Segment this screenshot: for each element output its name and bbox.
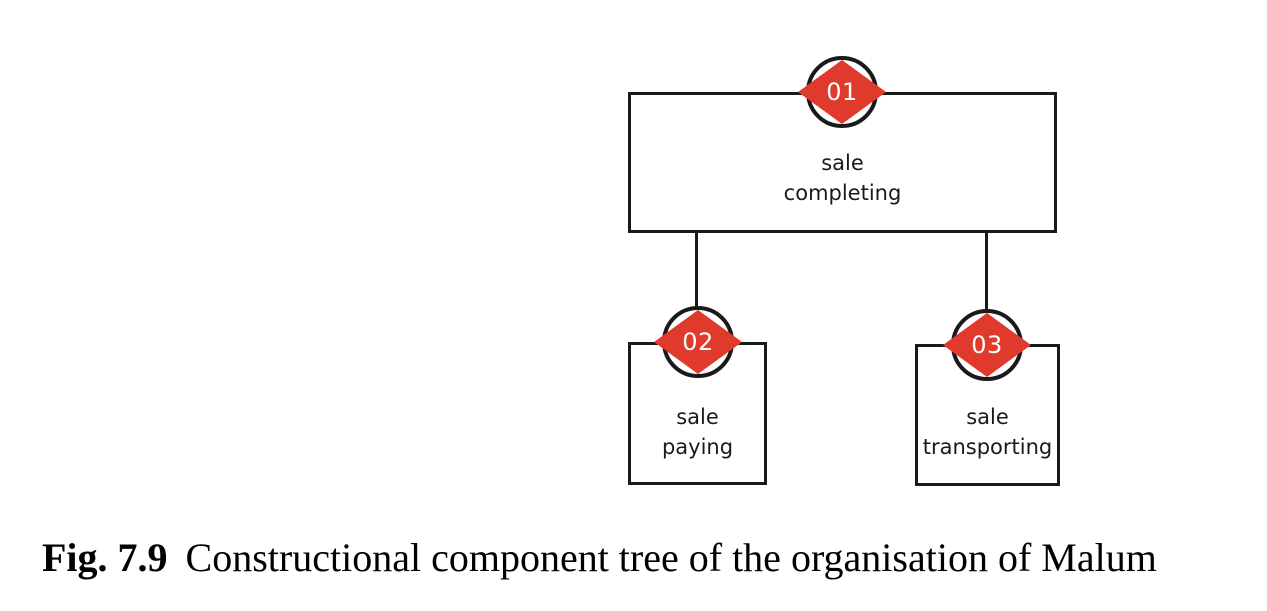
node-label-line: sale	[821, 151, 864, 175]
connector-01-to-02	[695, 232, 698, 310]
transaction-badge-02: 02	[650, 304, 746, 380]
node-sale-paying: sale paying	[628, 342, 767, 485]
figure-caption-text: Constructional component tree of the org…	[185, 535, 1157, 580]
transaction-number: 03	[971, 331, 1003, 359]
node-label-line: sale	[676, 405, 719, 429]
transaction-symbol-icon	[943, 309, 1031, 381]
node-label: sale paying	[631, 402, 764, 462]
connector-01-to-03	[985, 232, 988, 312]
transaction-number: 01	[826, 78, 858, 106]
transaction-badge-03: 03	[939, 307, 1035, 383]
node-label-line: transporting	[922, 435, 1053, 459]
node-label-line: completing	[783, 181, 902, 205]
transaction-symbol-icon	[798, 56, 886, 128]
transaction-symbol-icon	[654, 306, 742, 378]
node-label: sale transporting	[918, 402, 1057, 462]
node-label-line: paying	[661, 435, 734, 459]
transaction-badge-01: 01	[794, 54, 890, 130]
figure-caption: Fig. 7.9 Constructional component tree of…	[42, 535, 1157, 581]
node-label: sale completing	[631, 148, 1054, 208]
transaction-number: 02	[682, 328, 714, 356]
node-label-line: sale	[966, 405, 1009, 429]
figure-caption-number: Fig. 7.9	[42, 535, 168, 580]
